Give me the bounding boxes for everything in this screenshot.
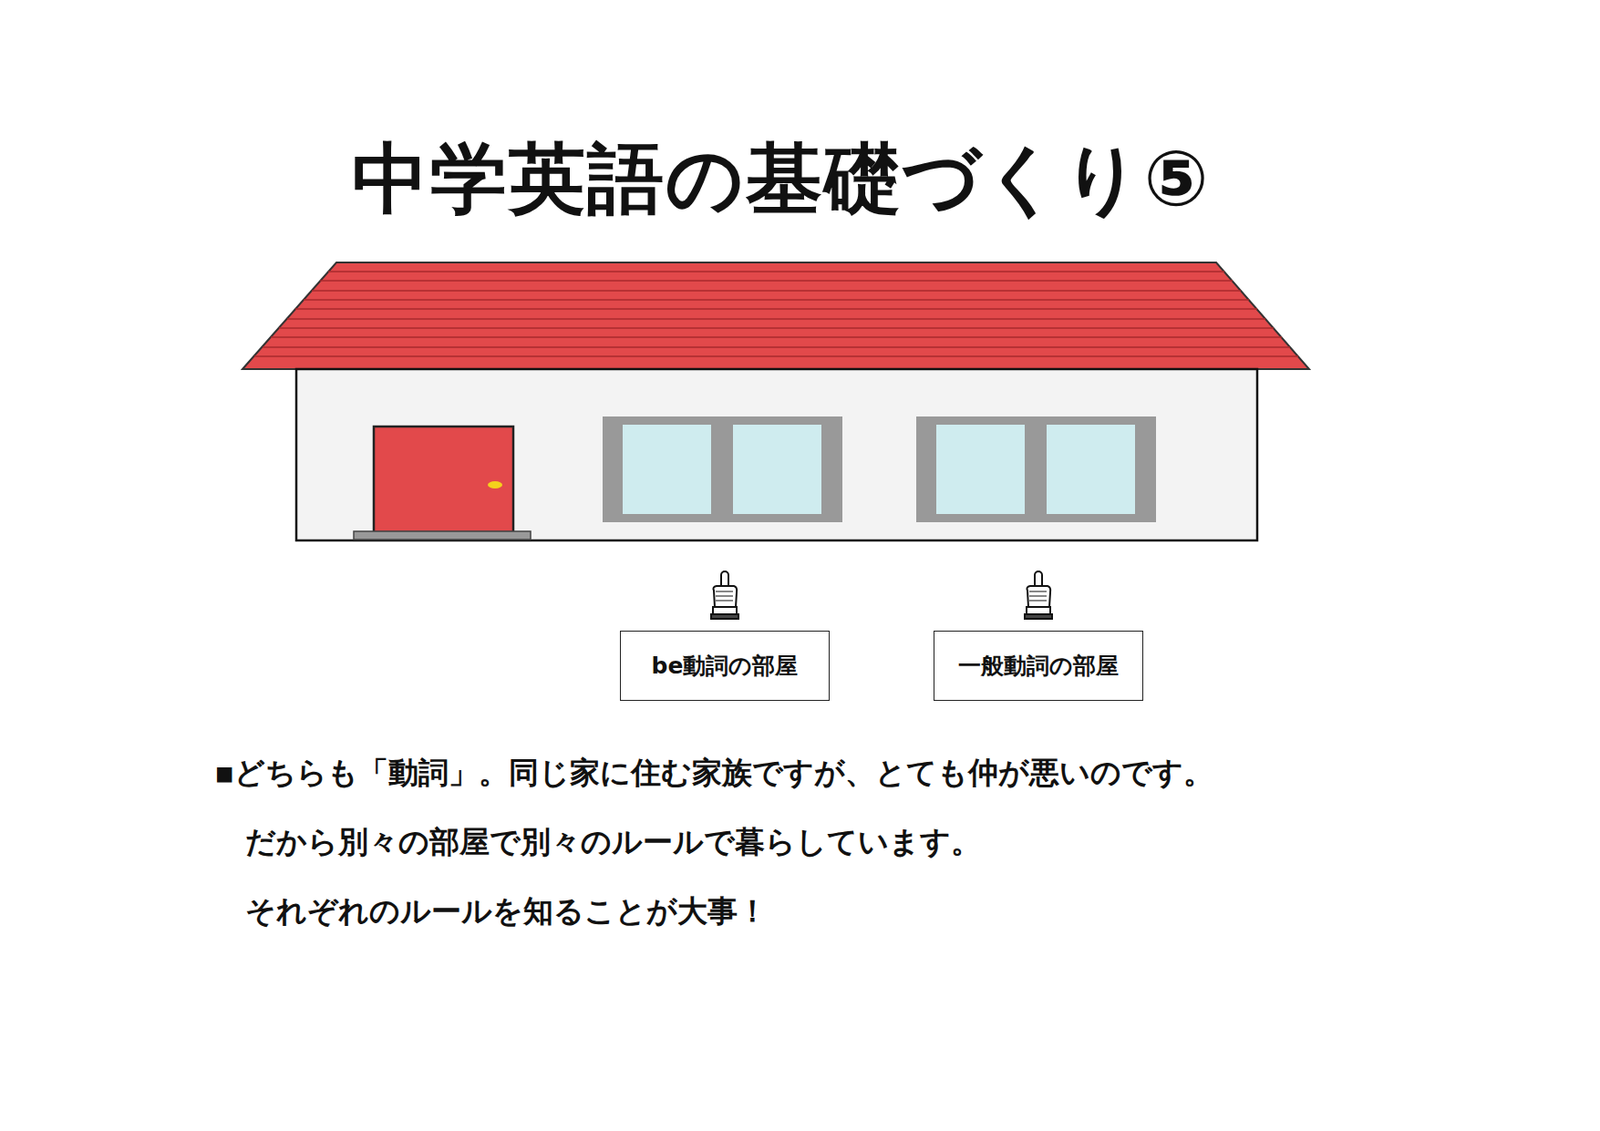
explanation-text: ▪どちらも「動詞」。同じ家に住む家族ですが、とても仲が悪いのです。 [214, 753, 1214, 795]
wall [296, 369, 1258, 541]
explanation-text: それぞれのルールを知ることが大事！ [245, 891, 768, 933]
window-pane [622, 424, 712, 515]
roof-lines [254, 271, 1299, 357]
window [602, 416, 843, 523]
window-pane [1046, 424, 1136, 515]
window-pane [936, 424, 1025, 515]
explanation-text: だから別々の部屋で別々のルールで暮らしています。 [245, 822, 981, 864]
pointing-hand [1024, 571, 1053, 620]
room-label-box: be動詞の部屋 [619, 630, 830, 702]
doorstep [353, 531, 531, 540]
title: 中学英語の基礎づくり⑤ [351, 127, 1210, 232]
room-label-box: 一般動詞の部屋 [933, 630, 1144, 702]
door-knob [487, 481, 503, 489]
window-pane [732, 424, 822, 515]
room-label: be動詞の部屋 [651, 650, 799, 682]
door [373, 426, 514, 533]
window [916, 416, 1157, 523]
roof [242, 262, 1310, 370]
pointing-hand [711, 571, 739, 620]
room-label: 一般動詞の部屋 [958, 650, 1119, 682]
